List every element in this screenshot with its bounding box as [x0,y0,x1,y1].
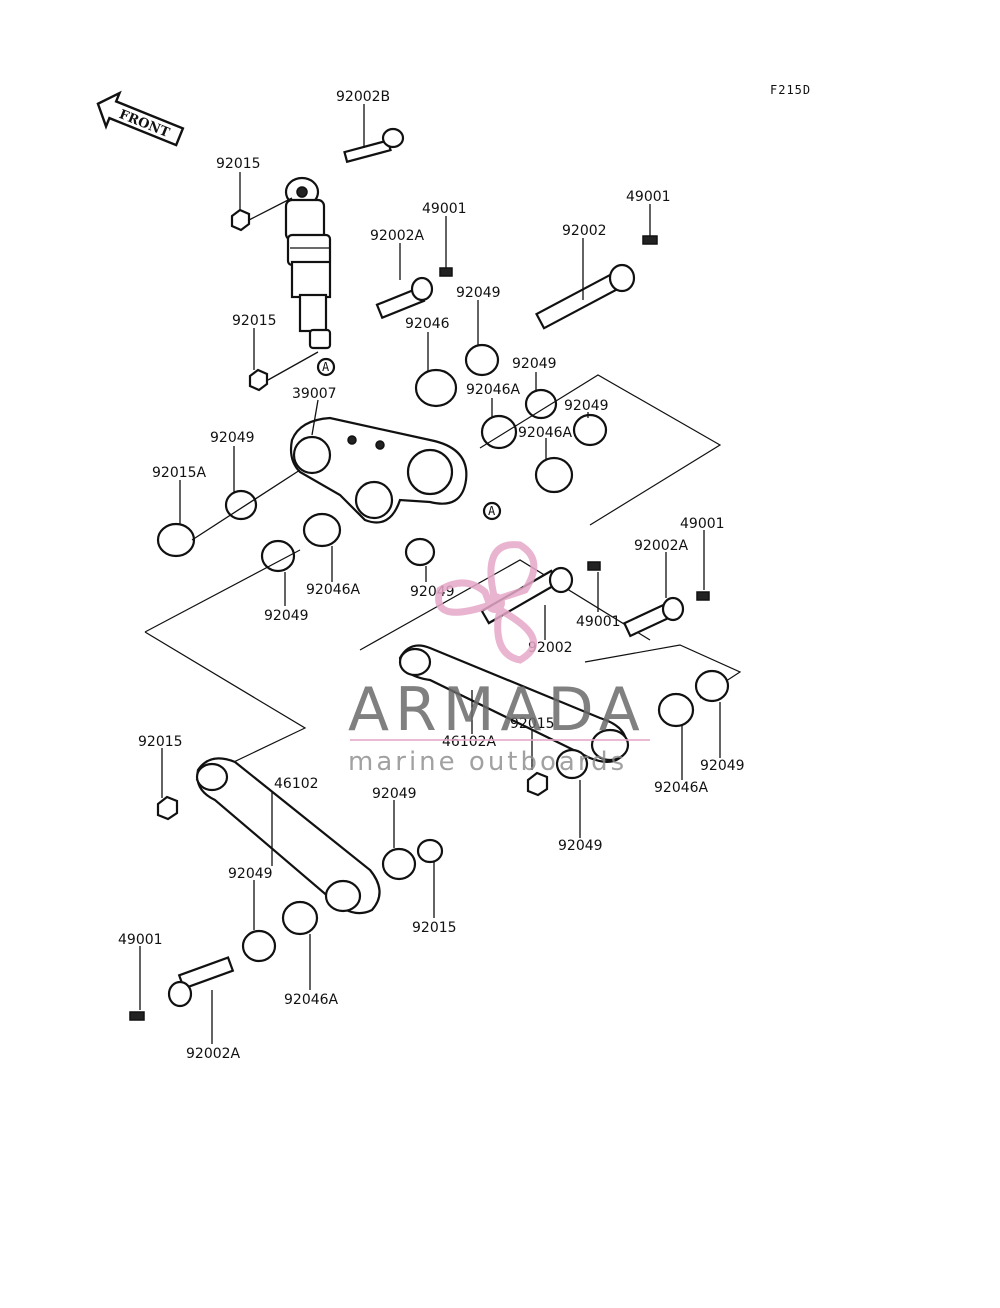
label-92049-b: 92049 [512,356,557,372]
bearing-92049-e [260,539,296,573]
label-92015-c: 92015 [510,716,555,732]
assembly-outline-mid [144,631,307,781]
label-92049-h: 92049 [558,838,603,854]
label-92002-a: 92002 [562,223,607,239]
grease-nipple-49001-d [696,591,710,601]
bearing-92049-g [694,669,730,703]
collar-92046A-b [534,456,574,494]
bearing-92049-c [572,413,608,447]
label-49001-a: 49001 [422,201,467,217]
label-92046A-b: 92046A [518,425,573,441]
label-92049-d: 92049 [210,430,255,446]
bearing-92049-f [404,537,436,567]
label-92002A-b: 92002A [634,538,689,554]
nut-92015-lower-left [156,795,179,821]
label-92049-e: 92049 [264,608,309,624]
label-92046A-a: 92046A [466,382,521,398]
tie-rod-46102 [195,757,381,915]
assembly-outline-left [144,549,301,633]
label-92002A-a: 92002A [370,228,425,244]
bearing-92049-a [464,343,500,377]
label-92002B: 92002B [336,89,390,105]
bolt-92002-upper [535,263,636,330]
label-92046: 92046 [405,316,450,332]
label-92002A-c: 92002A [186,1046,241,1062]
label-49001-d: 49001 [576,614,621,630]
label-92015-e: 92015 [412,920,457,936]
bearing-92049-d [224,489,258,521]
label-92049-c: 92049 [564,398,609,414]
collar-92046A-d [657,692,695,728]
watermark-title: ARMADA [348,675,646,745]
collar-92046A-a [480,414,518,450]
bearing-92049-h [555,748,589,780]
front-direction-arrow: FRONT [96,90,185,147]
bearing-92049-i [381,847,417,881]
label-92015-b: 92015 [232,313,277,329]
nut-92015-upper [230,208,251,232]
bolt-92002A-upper [375,276,434,320]
label-92015-a: 92015 [216,156,261,172]
bolt-92002A-mid [622,596,685,638]
assembly-outline-right [359,559,651,651]
bolt-92002A-lower [167,956,235,1008]
nut-92015-mid [526,771,549,797]
label-92015-d: 92015 [138,734,183,750]
grease-nipple-49001-a [439,267,453,277]
label-92015A: 92015A [152,465,207,481]
tie-rod-46102A [398,644,630,763]
grease-nipple-49001-b [642,235,658,245]
label-92049-a: 92049 [456,285,501,301]
assembly-outline-upper [479,374,722,526]
bearing-92049-j [241,929,277,963]
bearing-92049-b [524,388,558,420]
nut-92015A [156,522,196,558]
label-92046A-e: 92046A [284,992,339,1008]
label-49001-b: 49001 [626,189,671,205]
part-number-labels: 92002B 92015 49001 92002A 49001 92002 92… [118,89,745,1062]
collar-92046A-c [302,512,342,548]
label-46102: 46102 [274,776,319,792]
label-39007: 39007 [292,386,337,402]
label-92002-b: 92002 [528,640,573,656]
nut-92015-lower [248,368,269,392]
propeller-logo [435,541,538,664]
rear-shock-absorber [284,176,332,350]
label-92046A-d: 92046A [654,780,709,796]
leader-lines [139,104,721,1044]
callout-a-letter-2: A [488,504,496,518]
diagram-reference-code: F215D [770,83,811,97]
label-92046A-c: 92046A [306,582,361,598]
label-92049-g: 92049 [700,758,745,774]
relay-link-39007 [289,416,468,524]
label-49001-e: 49001 [118,932,163,948]
label-92049-j: 92049 [228,866,273,882]
label-46102A: 46102A [442,734,497,750]
label-92049-i: 92049 [372,786,417,802]
grease-nipple-49001-e [129,1011,145,1021]
collar-92046 [414,368,458,408]
watermark-subtitle: marine outboards [348,747,627,777]
nut-92015-right [416,838,444,864]
callout-a-marker-2 [482,501,502,521]
armada-watermark: ARMADA marine outboards [348,541,650,777]
grease-nipple-49001-c [587,561,601,571]
label-49001-c: 49001 [680,516,725,532]
callout-a-marker-1 [316,357,336,377]
collar-92046A-e [281,900,319,936]
bolt-92002B [343,127,405,164]
callout-a-letter-1: A [322,360,330,374]
